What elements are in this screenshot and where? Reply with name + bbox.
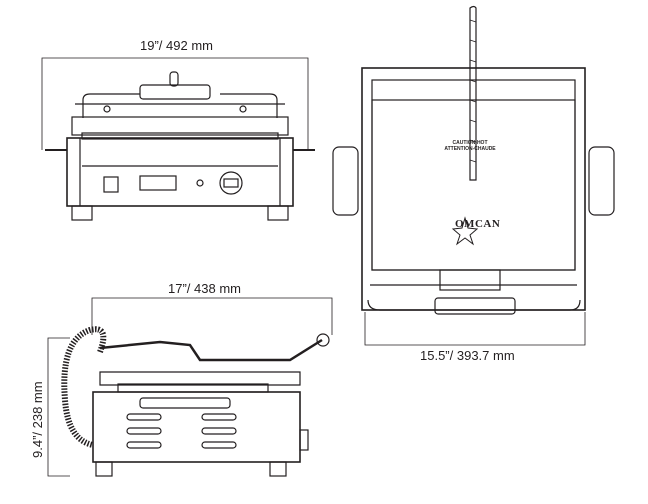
side-view — [47, 297, 333, 477]
temperature-knob — [219, 171, 243, 195]
power-switch — [103, 176, 119, 193]
cord-guard — [469, 5, 477, 181]
omcan-star-logo — [451, 216, 479, 246]
brand-logo: OMCAN — [455, 218, 501, 230]
side-depth-dimension-line — [91, 297, 333, 335]
top-width-label: 15.5”/ 393.7 mm — [420, 348, 515, 363]
top-handle — [139, 84, 211, 100]
right-handle — [588, 146, 615, 216]
side-height-label: 9.4”/ 238 mm — [30, 381, 45, 458]
caution-french: ATTENTION-CHAUDE — [444, 146, 496, 152]
front-width-dimension-line — [41, 57, 309, 150]
power-cord — [61, 326, 107, 448]
front-width-label: 19”/ 492 mm — [140, 38, 213, 53]
front-view — [41, 57, 315, 221]
top-width-dimension-line — [364, 312, 586, 346]
front-handle — [434, 297, 516, 315]
side-depth-label: 17”/ 438 mm — [168, 281, 241, 296]
caution-english: CAUTION-HOT — [452, 140, 488, 146]
left-handle — [332, 146, 359, 216]
top-view — [332, 5, 615, 346]
caution-label: CAUTION-HOT ATTENTION-CHAUDE — [430, 140, 510, 152]
thermostat-display — [139, 175, 177, 191]
side-height-dimension-line — [47, 337, 70, 477]
